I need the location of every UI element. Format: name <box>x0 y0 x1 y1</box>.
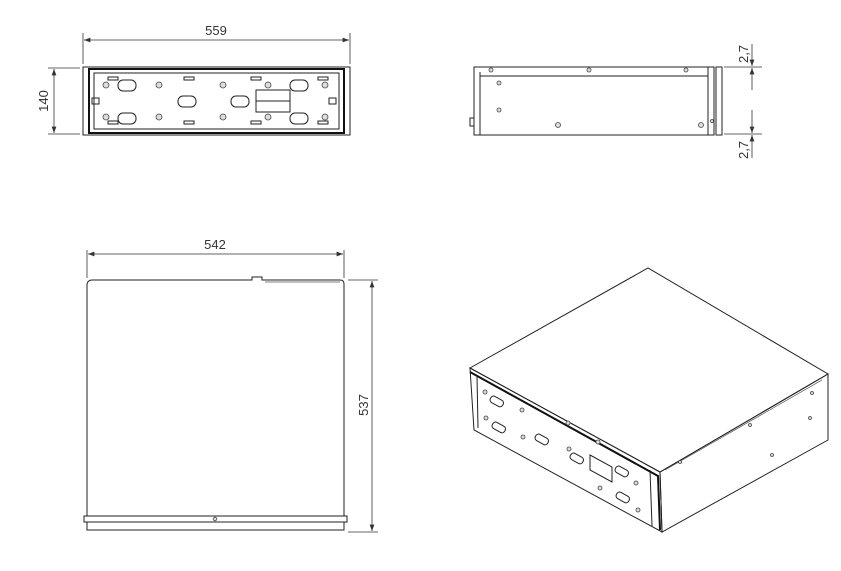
front-view: 559 140 <box>36 23 351 136</box>
top-depth-label: 537 <box>356 394 371 416</box>
isometric-view <box>468 267 829 533</box>
top-width-label: 542 <box>204 237 226 252</box>
bottom-gap-label: 2,7 <box>736 141 751 159</box>
top-view: 542 537 <box>83 237 378 533</box>
front-height-label: 140 <box>36 90 51 112</box>
side-view: 2,7 2,7 <box>469 44 762 159</box>
mounting-slots <box>117 79 309 125</box>
iso-slots <box>489 395 630 504</box>
front-width-label: 559 <box>205 23 227 38</box>
screw-holes <box>102 81 329 121</box>
top-gap-label: 2,7 <box>736 45 751 63</box>
